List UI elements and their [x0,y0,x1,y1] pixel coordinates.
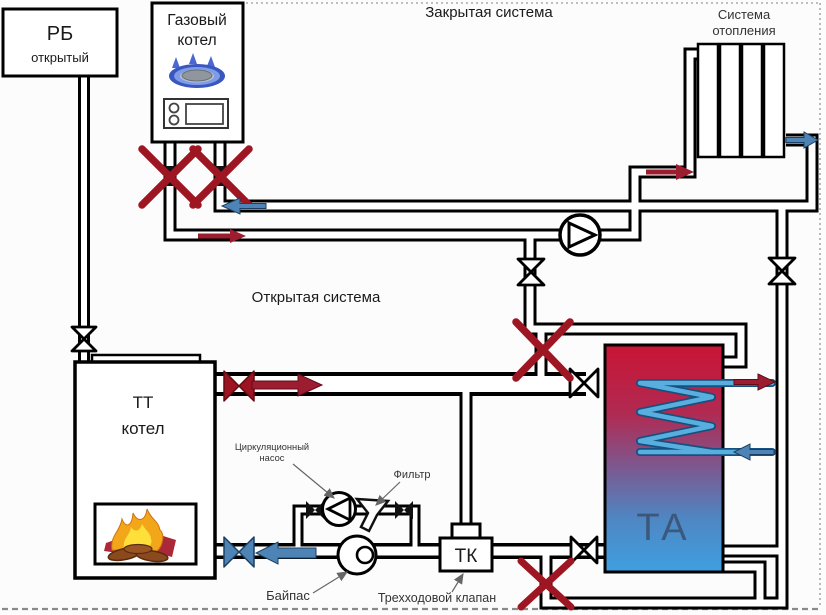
bypass-valve-right-icon [395,501,413,519]
filter-label: Фильтр [394,469,431,481]
gas-boiler-panel [163,98,229,129]
three-way-valve-leader-line [451,572,464,593]
bypass-check-valve-icon [336,534,378,576]
flow-arrows [198,131,820,565]
bypass-leader-line [312,571,349,594]
return-flow-arrow-radiator-icon [785,131,820,149]
coil-out-flow-arrow-icon [733,373,777,391]
open-system-label: Открытая система [252,289,381,306]
bypass-assembly [306,491,413,576]
filter-leader-line [375,481,401,506]
gas-burner-flame-icon [169,53,225,88]
solid-fuel-boiler-title-1: ТТ [133,393,154,412]
closed-cross-gas-left-icon [138,145,202,209]
gas-boiler-title-2: котел [177,32,216,49]
three-way-valve-box: ТК [438,522,494,573]
closed-cross-bottom-icon [517,557,575,611]
expansion-pipe-valve-icon [70,325,98,353]
return-riser-valve-icon [767,256,797,286]
bypass-label: Байпас [266,588,310,603]
supply-flow-arrow-tt-boiler-icon [251,373,324,397]
boiler-supply-valve-icon [223,370,255,402]
coil-inlet-valve-icon [568,367,600,399]
fire-icon [104,508,176,563]
circulation-pump-label-1: Циркуляционный [235,442,309,452]
return-flow-arrow-tt-boiler-icon [254,541,317,565]
closed-cross-gas-right-icon [189,145,253,209]
expansion-tank-subtitle: открытый [31,50,89,65]
circulation-pump-label-2: насос [260,453,285,463]
closed-system-label: Закрытая система [425,4,553,21]
heating-system-label-1: Система [718,7,771,22]
solid-fuel-boiler: ТТ котел [73,353,217,580]
component-labels: Циркуляционный насос Фильтр Байпас Трехх… [235,442,496,605]
bypass-valve-left-icon [306,501,324,519]
gas-boiler: Газовый котел [150,1,245,144]
supply-flow-arrow-radiator-icon [646,164,694,180]
gas-boiler-title-1: Газовый [167,12,227,29]
solid-fuel-boiler-title-2: котел [121,419,164,438]
return-flow-arrow-gas-line-icon [220,197,267,215]
heat-accumulator-label: ТА [636,507,689,549]
expansion-tank-title: РБ [47,23,73,45]
tank-bottom-valve-icon [569,535,599,565]
radiator [696,42,786,159]
bypass-pump-icon [321,491,357,527]
charge-branch-valve-icon [516,257,546,287]
circulation-pump-leader-line [292,463,335,499]
three-way-valve-short-label: ТК [455,546,478,567]
coil-in-flow-arrow-icon [732,443,775,461]
heating-system-label-2: отопления [712,23,775,38]
supply-flow-arrow-gas-line-icon [198,229,246,243]
heat-accumulator-tank: ТА [603,343,776,574]
filter-icon [354,497,391,533]
boiler-return-valve-icon [223,536,255,568]
open-valves [70,256,797,565]
closed-cross-charge-icon [512,318,574,382]
expansion-tank-box: РБ открытый [1,7,119,78]
three-way-valve-label: Трехходовой клапан [378,591,496,605]
closed-valves [138,145,575,611]
system-labels: Закрытая система Открытая система Систем… [252,4,776,306]
main-pump-icon [558,213,602,257]
